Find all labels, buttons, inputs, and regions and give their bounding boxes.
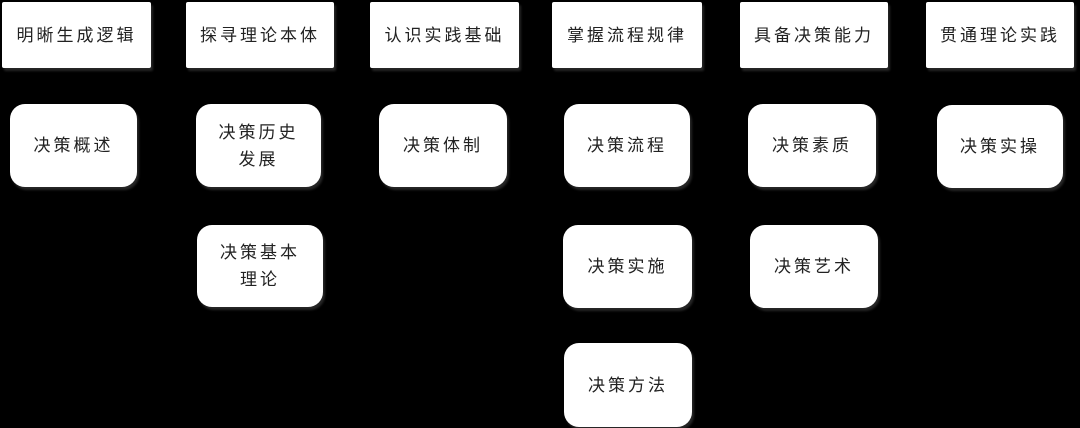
node-label: 决策实施 <box>587 257 668 276</box>
col6-header-label: 贯通理论实践 <box>940 25 1060 45</box>
col2-node-history: 决策历史 发展 <box>196 104 321 187</box>
col6-node-practice: 决策实操 <box>937 105 1063 188</box>
node-label: 决策艺术 <box>774 257 854 276</box>
col1-header-label: 明晰生成逻辑 <box>16 25 137 45</box>
col3-node-system: 决策体制 <box>379 104 507 187</box>
col5-node-quality: 决策素质 <box>748 104 876 187</box>
col4-node-method: 决策方法 <box>564 343 692 427</box>
col4-node-implementation: 决策实施 <box>563 225 692 308</box>
col2-node-basic-theory: 决策基本 理论 <box>197 225 323 307</box>
col5-header-box: 具备决策能力 <box>740 2 888 68</box>
col1-header-box: 明晰生成逻辑 <box>2 2 151 68</box>
col4-header-label: 掌握流程规律 <box>567 25 687 45</box>
node-label: 决策方法 <box>588 375 668 395</box>
node-label: 决策历史 发展 <box>218 122 299 169</box>
node-label: 决策流程 <box>587 136 667 155</box>
col4-header-box: 掌握流程规律 <box>552 2 702 68</box>
col2-header-label: 探寻理论本体 <box>200 25 320 45</box>
node-label: 决策概述 <box>33 136 114 155</box>
node-label: 决策体制 <box>403 136 483 155</box>
col3-header-label: 认识实践基础 <box>384 25 505 45</box>
col5-node-art: 决策艺术 <box>750 225 878 308</box>
col2-header-box: 探寻理论本体 <box>186 2 334 68</box>
col4-node-process: 决策流程 <box>564 104 690 187</box>
col5-header-label: 具备决策能力 <box>754 25 874 45</box>
node-label: 决策基本 理论 <box>220 243 300 289</box>
col1-node-overview: 决策概述 <box>10 104 137 187</box>
node-label: 决策实操 <box>960 137 1040 156</box>
node-label: 决策素质 <box>772 136 852 155</box>
col6-header-box: 贯通理论实践 <box>926 2 1074 68</box>
col3-header-box: 认识实践基础 <box>370 2 519 68</box>
